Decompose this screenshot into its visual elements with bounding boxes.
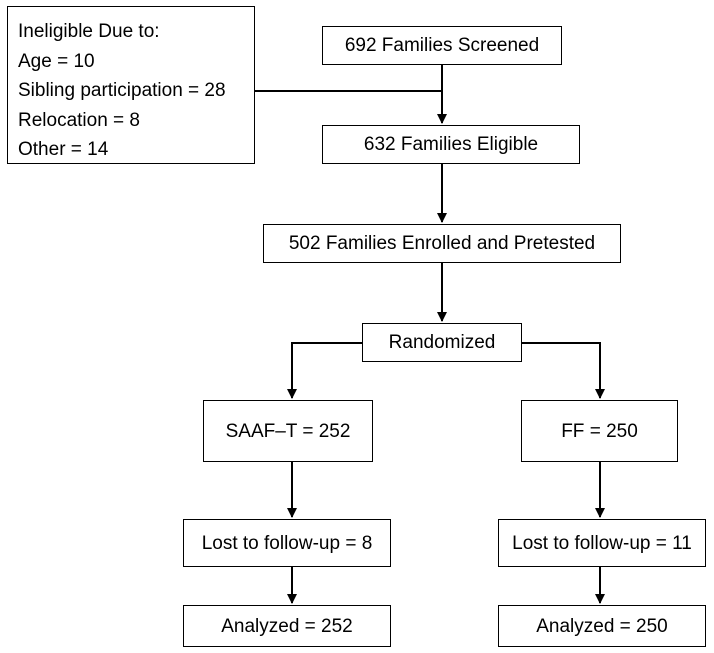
ineligible-sibling: Sibling participation = 28: [18, 80, 226, 101]
saaft-group-box: SAAF–T = 252: [203, 400, 373, 462]
randomized-box: Randomized: [362, 323, 522, 362]
enrolled-box: 502 Families Enrolled and Pretested: [263, 224, 621, 263]
ineligible-heading: Ineligible Due to:: [18, 21, 160, 42]
eligible-box: 632 Families Eligible: [322, 125, 580, 164]
ineligible-age: Age = 10: [18, 50, 95, 72]
randomized-to-ff-arrow: [522, 342, 605, 399]
ff-lost-box: Lost to follow-up = 11: [498, 519, 706, 567]
ff-group-box: FF = 250: [521, 400, 678, 462]
ineligible-other: Other = 14: [18, 139, 109, 160]
randomized-to-saaft-arrow: [287, 342, 362, 399]
saaft-analyzed-box: Analyzed = 252: [183, 605, 391, 647]
saaft-lost-box: Lost to follow-up = 8: [183, 519, 391, 567]
ineligible-relocation: Relocation = 8: [18, 109, 140, 131]
ineligible-box: Ineligible Due to: Age = 10 Sibling part…: [7, 6, 255, 164]
ff-analyzed-box: Analyzed = 250: [498, 605, 706, 647]
screened-box: 692 Families Screened: [322, 26, 562, 65]
